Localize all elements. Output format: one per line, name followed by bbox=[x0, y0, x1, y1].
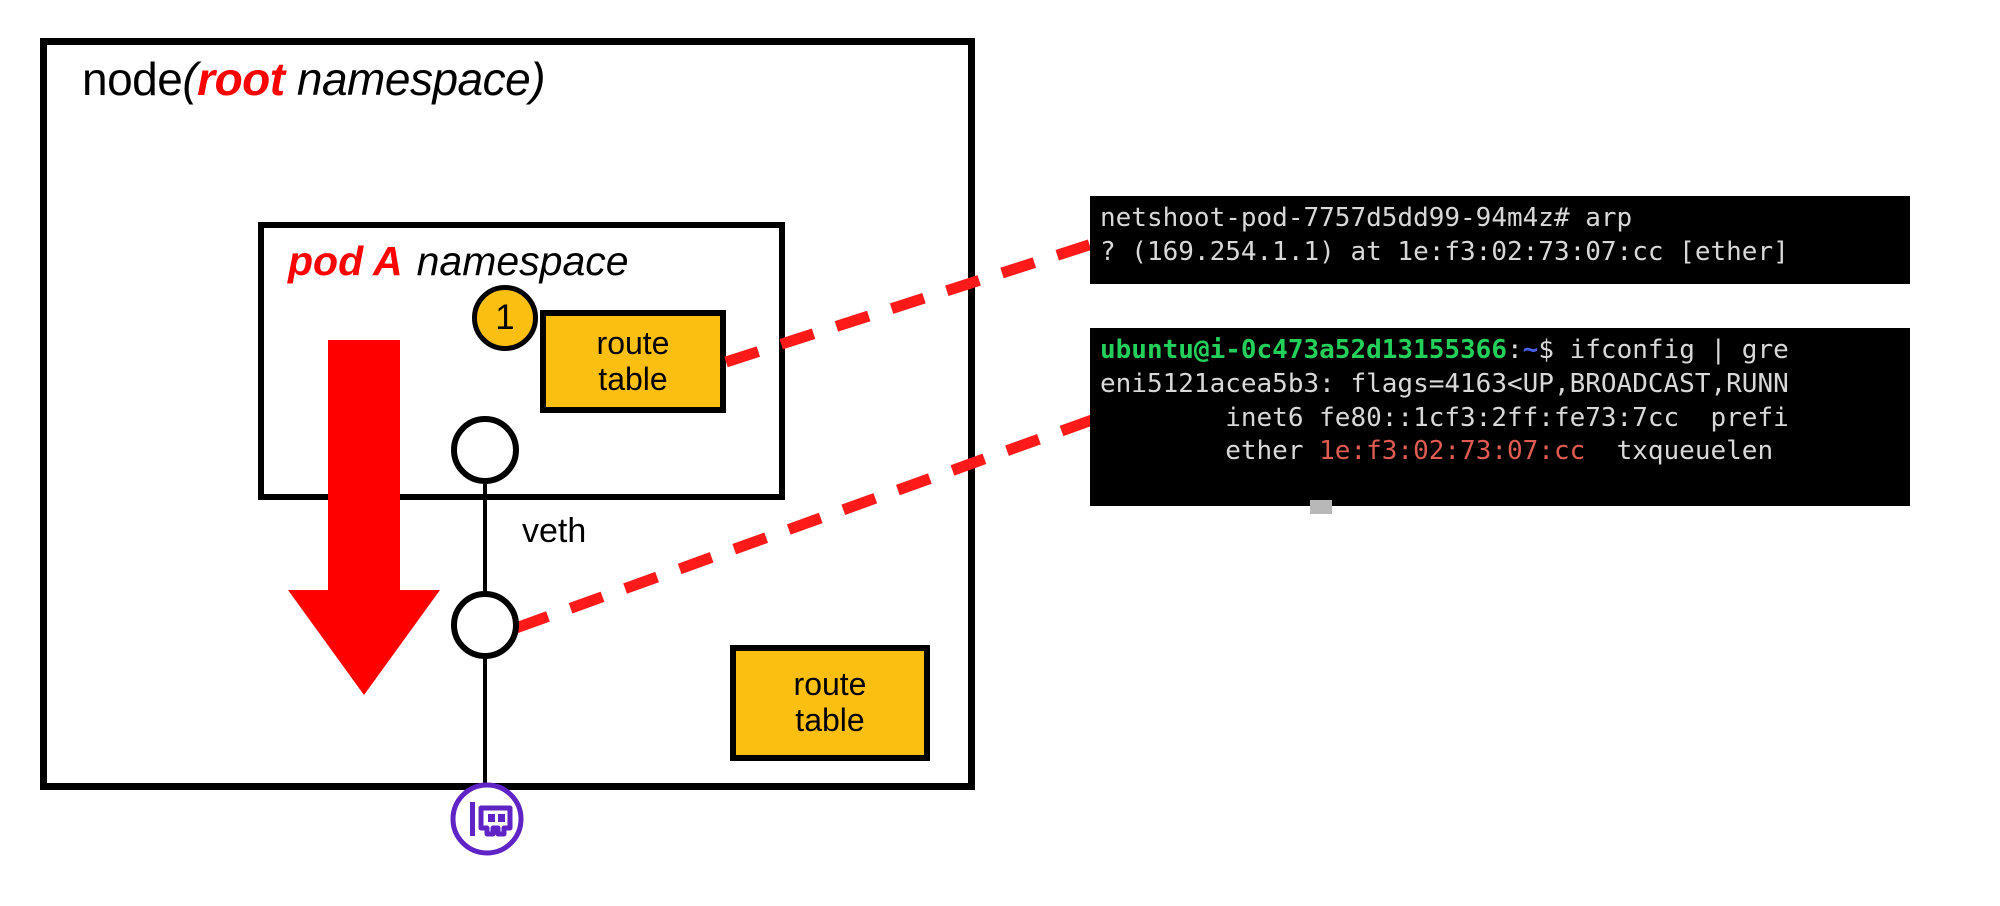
pod-label-name: pod A bbox=[288, 238, 403, 284]
node-label-root: root bbox=[197, 53, 285, 105]
terminal-segment: ubuntu@i-0c473a52d13155366 bbox=[1100, 335, 1507, 365]
pod-route-table-line2: table bbox=[598, 360, 668, 397]
veth-label: veth bbox=[522, 512, 587, 550]
terminal-segment: eni5121acea5b3: flags=4163<UP,BROADCAST,… bbox=[1100, 368, 1789, 399]
terminal-segment: : bbox=[1507, 335, 1523, 365]
pod-label-namespace: namespace bbox=[416, 238, 629, 284]
veth-wire-lower bbox=[483, 646, 487, 786]
terminal-segment: ? (169.254.1.1) at 1e:f3:02:73:07:cc [et… bbox=[1100, 236, 1789, 267]
terminal-line: ether 1e:f3:02:73:07:cc txqueuelen bbox=[1100, 435, 1910, 469]
node-label-paren-open: ( bbox=[182, 53, 198, 105]
node-label-prefix: node bbox=[82, 53, 183, 105]
terminal-segment: 1e:f3:02:73:07:cc bbox=[1319, 436, 1586, 467]
veth-endpoint-pod-side bbox=[451, 416, 519, 484]
veth-wire-upper bbox=[483, 470, 487, 610]
step-badge-number: 1 bbox=[495, 298, 515, 337]
pod-label: pod A namespace bbox=[288, 238, 629, 285]
terminal-line: ubuntu@i-0c473a52d13155366:~$ ifconfig |… bbox=[1100, 334, 1910, 368]
terminal-segment: netshoot-pod-7757d5dd99-94m4z# arp bbox=[1100, 203, 1633, 233]
node-label-suffix: namespace) bbox=[284, 53, 546, 105]
terminal-segment: ether bbox=[1100, 436, 1320, 467]
step-badge-1: 1 bbox=[472, 285, 538, 351]
terminal-line: netshoot-pod-7757d5dd99-94m4z# arp bbox=[1100, 202, 1910, 236]
node-route-table-box: route table bbox=[730, 645, 930, 761]
pod-route-table-line1: route bbox=[596, 324, 670, 361]
node-route-table-line2: table bbox=[795, 702, 865, 738]
node-label: node(root namespace) bbox=[82, 52, 546, 106]
terminal-segment: txqueuelen bbox=[1585, 436, 1774, 467]
terminal-segment: inet6 fe80::1cf3:2ff:fe73:7cc prefi bbox=[1100, 402, 1789, 433]
terminal-line: eni5121acea5b3: flags=4163<UP,BROADCAST,… bbox=[1100, 368, 1910, 402]
node-route-table-line1: route bbox=[793, 666, 867, 703]
terminal-segment: ~ bbox=[1522, 335, 1539, 365]
ifconfig-output-terminal: ubuntu@i-0c473a52d13155366:~$ ifconfig |… bbox=[1090, 328, 1910, 506]
terminal-line: ? (169.254.1.1) at 1e:f3:02:73:07:cc [et… bbox=[1100, 236, 1910, 270]
veth-endpoint-host-side bbox=[451, 591, 519, 659]
terminal-segment: $ ifconfig | gre bbox=[1538, 335, 1789, 365]
terminal-line: inet6 fe80::1cf3:2ff:fe73:7cc prefi bbox=[1100, 402, 1910, 436]
pod-route-table-box: route table bbox=[540, 310, 726, 413]
node-root-namespace-box bbox=[40, 38, 975, 790]
network-interface-card-icon bbox=[450, 782, 524, 856]
arp-output-terminal: netshoot-pod-7757d5dd99-94m4z# arp? (169… bbox=[1090, 196, 1910, 284]
red-down-arrow-icon bbox=[288, 340, 440, 695]
terminal-cursor bbox=[1310, 500, 1332, 514]
